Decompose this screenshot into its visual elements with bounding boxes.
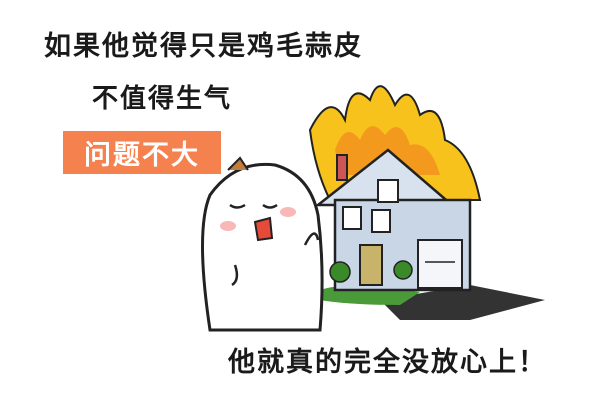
garage-door [417,239,463,289]
caption-line-3: 他就真的完全没放心上！ [228,347,547,378]
character-illustration [201,156,324,332]
house-illustration [308,85,545,320]
door [359,244,383,286]
driveway [380,285,545,320]
caption-line-1: 如果他觉得只是鸡毛蒜皮 [44,31,363,62]
caption-line-2: 不值得生气 [92,84,233,114]
highlight-badge: 问题不大 [63,131,221,174]
